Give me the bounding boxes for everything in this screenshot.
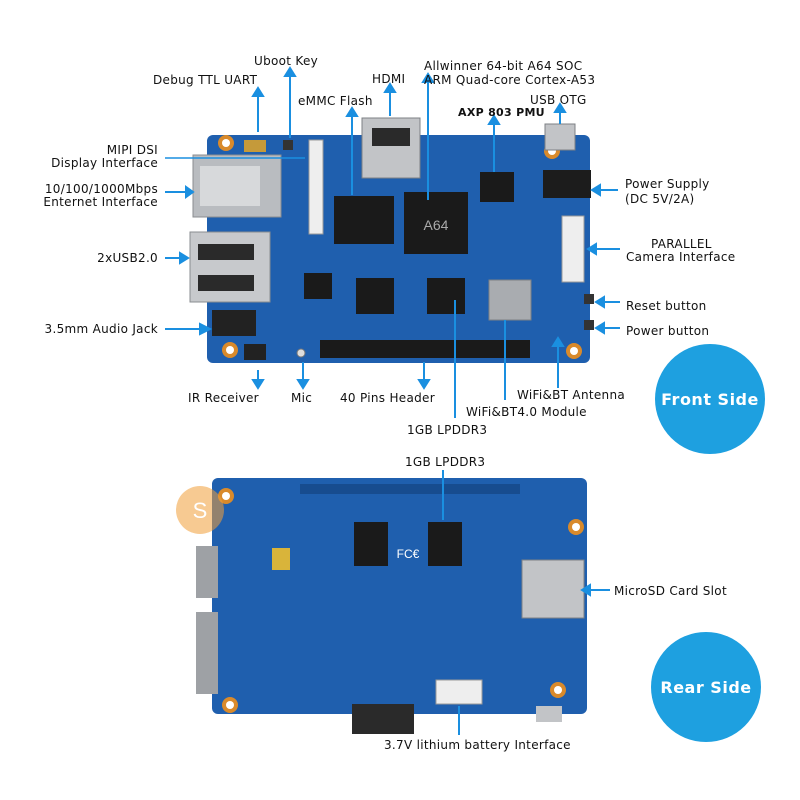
label-usb-otg: USB OTG bbox=[530, 93, 587, 107]
label-microsd: MicroSD Card Slot bbox=[614, 584, 727, 598]
usb-otg-port bbox=[544, 123, 576, 151]
label-ir: IR Receiver bbox=[188, 391, 259, 405]
label-eth-line1: 10/100/1000Mbps bbox=[44, 182, 158, 196]
power-button-hw bbox=[584, 320, 594, 330]
label-mic: Mic bbox=[291, 391, 313, 405]
small-chip bbox=[304, 273, 332, 299]
label-front-lpddr3: 1GB LPDDR3 bbox=[407, 423, 488, 437]
uboot-key bbox=[283, 140, 293, 150]
mic-icon bbox=[296, 348, 306, 358]
emmc-chip bbox=[334, 196, 394, 244]
ir-receiver bbox=[244, 344, 266, 360]
watermark-logo: S bbox=[176, 486, 224, 534]
label-power-button: Power button bbox=[626, 324, 710, 338]
label-wifi-antenna: WiFi&BT Antenna bbox=[517, 388, 625, 402]
label-usb2: 2xUSB2.0 bbox=[97, 251, 158, 265]
label-mipi-line2: Display Interface bbox=[51, 156, 158, 170]
soc-chip-text: A64 bbox=[424, 217, 449, 233]
debug-uart-header bbox=[244, 140, 266, 152]
label-reset: Reset button bbox=[626, 299, 707, 313]
rear-side-badge: Rear Side bbox=[651, 632, 761, 742]
rear-lpddr3-2 bbox=[428, 522, 462, 566]
label-eth-line2: Enternet Interface bbox=[43, 195, 158, 209]
usb2-ports bbox=[189, 231, 271, 303]
audio-jack bbox=[212, 310, 256, 336]
camera-connector bbox=[561, 215, 585, 283]
label-hdmi: HDMI bbox=[372, 72, 406, 86]
label-debug-uart: Debug TTL UART bbox=[153, 73, 258, 87]
front-side-badge: Front Side bbox=[655, 344, 765, 454]
label-rear-lpddr3: 1GB LPDDR3 bbox=[405, 455, 486, 469]
pin-header bbox=[320, 340, 530, 358]
lpddr3-chip-1 bbox=[356, 278, 394, 314]
wifi-module bbox=[488, 279, 532, 321]
label-soc-line2: ARM Quad-core Cortex-A53 bbox=[424, 73, 596, 87]
label-power-line2: (DC 5V/2A) bbox=[625, 192, 695, 206]
label-power-line1: Power Supply bbox=[625, 177, 710, 191]
label-pmu: AXP 803 PMU bbox=[458, 106, 545, 119]
label-battery: 3.7V lithium battery Interface bbox=[384, 738, 571, 752]
rear-pin-strip bbox=[300, 484, 520, 494]
rear-lpddr3-1 bbox=[354, 522, 388, 566]
battery-connector bbox=[435, 679, 483, 705]
label-parallel-line1: PARALLEL bbox=[651, 237, 712, 251]
front-board: A64 bbox=[189, 117, 594, 363]
label-pins: 40 Pins Header bbox=[340, 391, 435, 405]
label-mipi-line1: MIPI DSI bbox=[106, 143, 158, 157]
microsd-slot bbox=[521, 559, 585, 619]
reset-button bbox=[584, 294, 594, 304]
power-jack bbox=[543, 170, 591, 198]
front-pointers bbox=[165, 66, 620, 418]
pmu-chip bbox=[480, 172, 514, 202]
rear-pointers bbox=[442, 470, 610, 735]
fcc-mark: FC€ bbox=[397, 547, 420, 561]
label-audio: 3.5mm Audio Jack bbox=[44, 322, 158, 336]
label-wifi-module: WiFi&BT4.0 Module bbox=[466, 405, 587, 419]
mipi-connector bbox=[308, 139, 324, 235]
rear-pcb bbox=[212, 478, 587, 714]
label-uboot-key: Uboot Key bbox=[254, 54, 319, 68]
rear-board: FC€ bbox=[196, 478, 587, 734]
hdmi-port bbox=[361, 117, 421, 179]
lpddr3-chip-2 bbox=[427, 278, 465, 314]
soc-chip bbox=[404, 192, 468, 254]
label-soc-line1: Allwinner 64-bit A64 SOC bbox=[424, 59, 583, 73]
label-emmc: eMMC Flash bbox=[298, 94, 373, 108]
label-parallel-line2: Camera Interface bbox=[626, 250, 736, 264]
svg-text:S: S bbox=[193, 498, 208, 523]
